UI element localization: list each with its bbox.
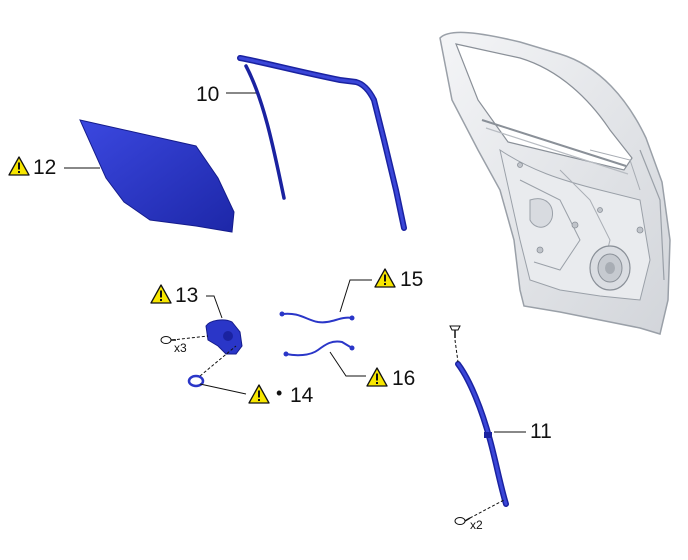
part-number-14: 14	[290, 384, 314, 407]
door-inner-panel	[439, 31, 671, 335]
door-glass-run	[237, 55, 407, 231]
leader-16	[329, 351, 366, 377]
warning-triangle-icon	[248, 384, 270, 404]
quantity-label-x3: x3	[174, 341, 187, 355]
leader-15	[339, 279, 372, 313]
part-number-15: 15	[400, 268, 424, 291]
rear-division-bar	[455, 361, 509, 507]
part-number-11: 11	[530, 420, 552, 443]
division-bar-screw-leader	[454, 339, 459, 363]
part-number-13: 13	[175, 284, 199, 307]
door-glass	[79, 119, 235, 233]
division-bar-bolt-leader	[469, 499, 505, 519]
bolt-icon	[160, 336, 176, 344]
cable-a	[279, 311, 355, 324]
warning-triangle-icon	[366, 367, 388, 387]
motor-bolt-leader	[171, 335, 209, 341]
window-regulator-motor	[205, 319, 243, 355]
leader-13	[206, 295, 223, 319]
leader-14	[199, 383, 247, 395]
screw-icon	[449, 325, 461, 338]
warning-triangle-icon	[374, 268, 396, 288]
cable-b	[283, 340, 355, 357]
quantity-label-x2: x2	[470, 518, 483, 532]
part-number-14-prefix: •	[276, 383, 283, 403]
motor-seal	[187, 374, 205, 388]
part-number-16: 16	[392, 367, 416, 390]
part-number-10: 10	[196, 83, 220, 106]
warning-triangle-icon	[150, 284, 172, 304]
bolt-icon	[454, 517, 471, 525]
warning-triangle-icon	[8, 156, 30, 176]
part-number-12: 12	[33, 156, 57, 179]
motor-seal-leader	[199, 345, 237, 377]
leader-lines	[64, 92, 526, 433]
